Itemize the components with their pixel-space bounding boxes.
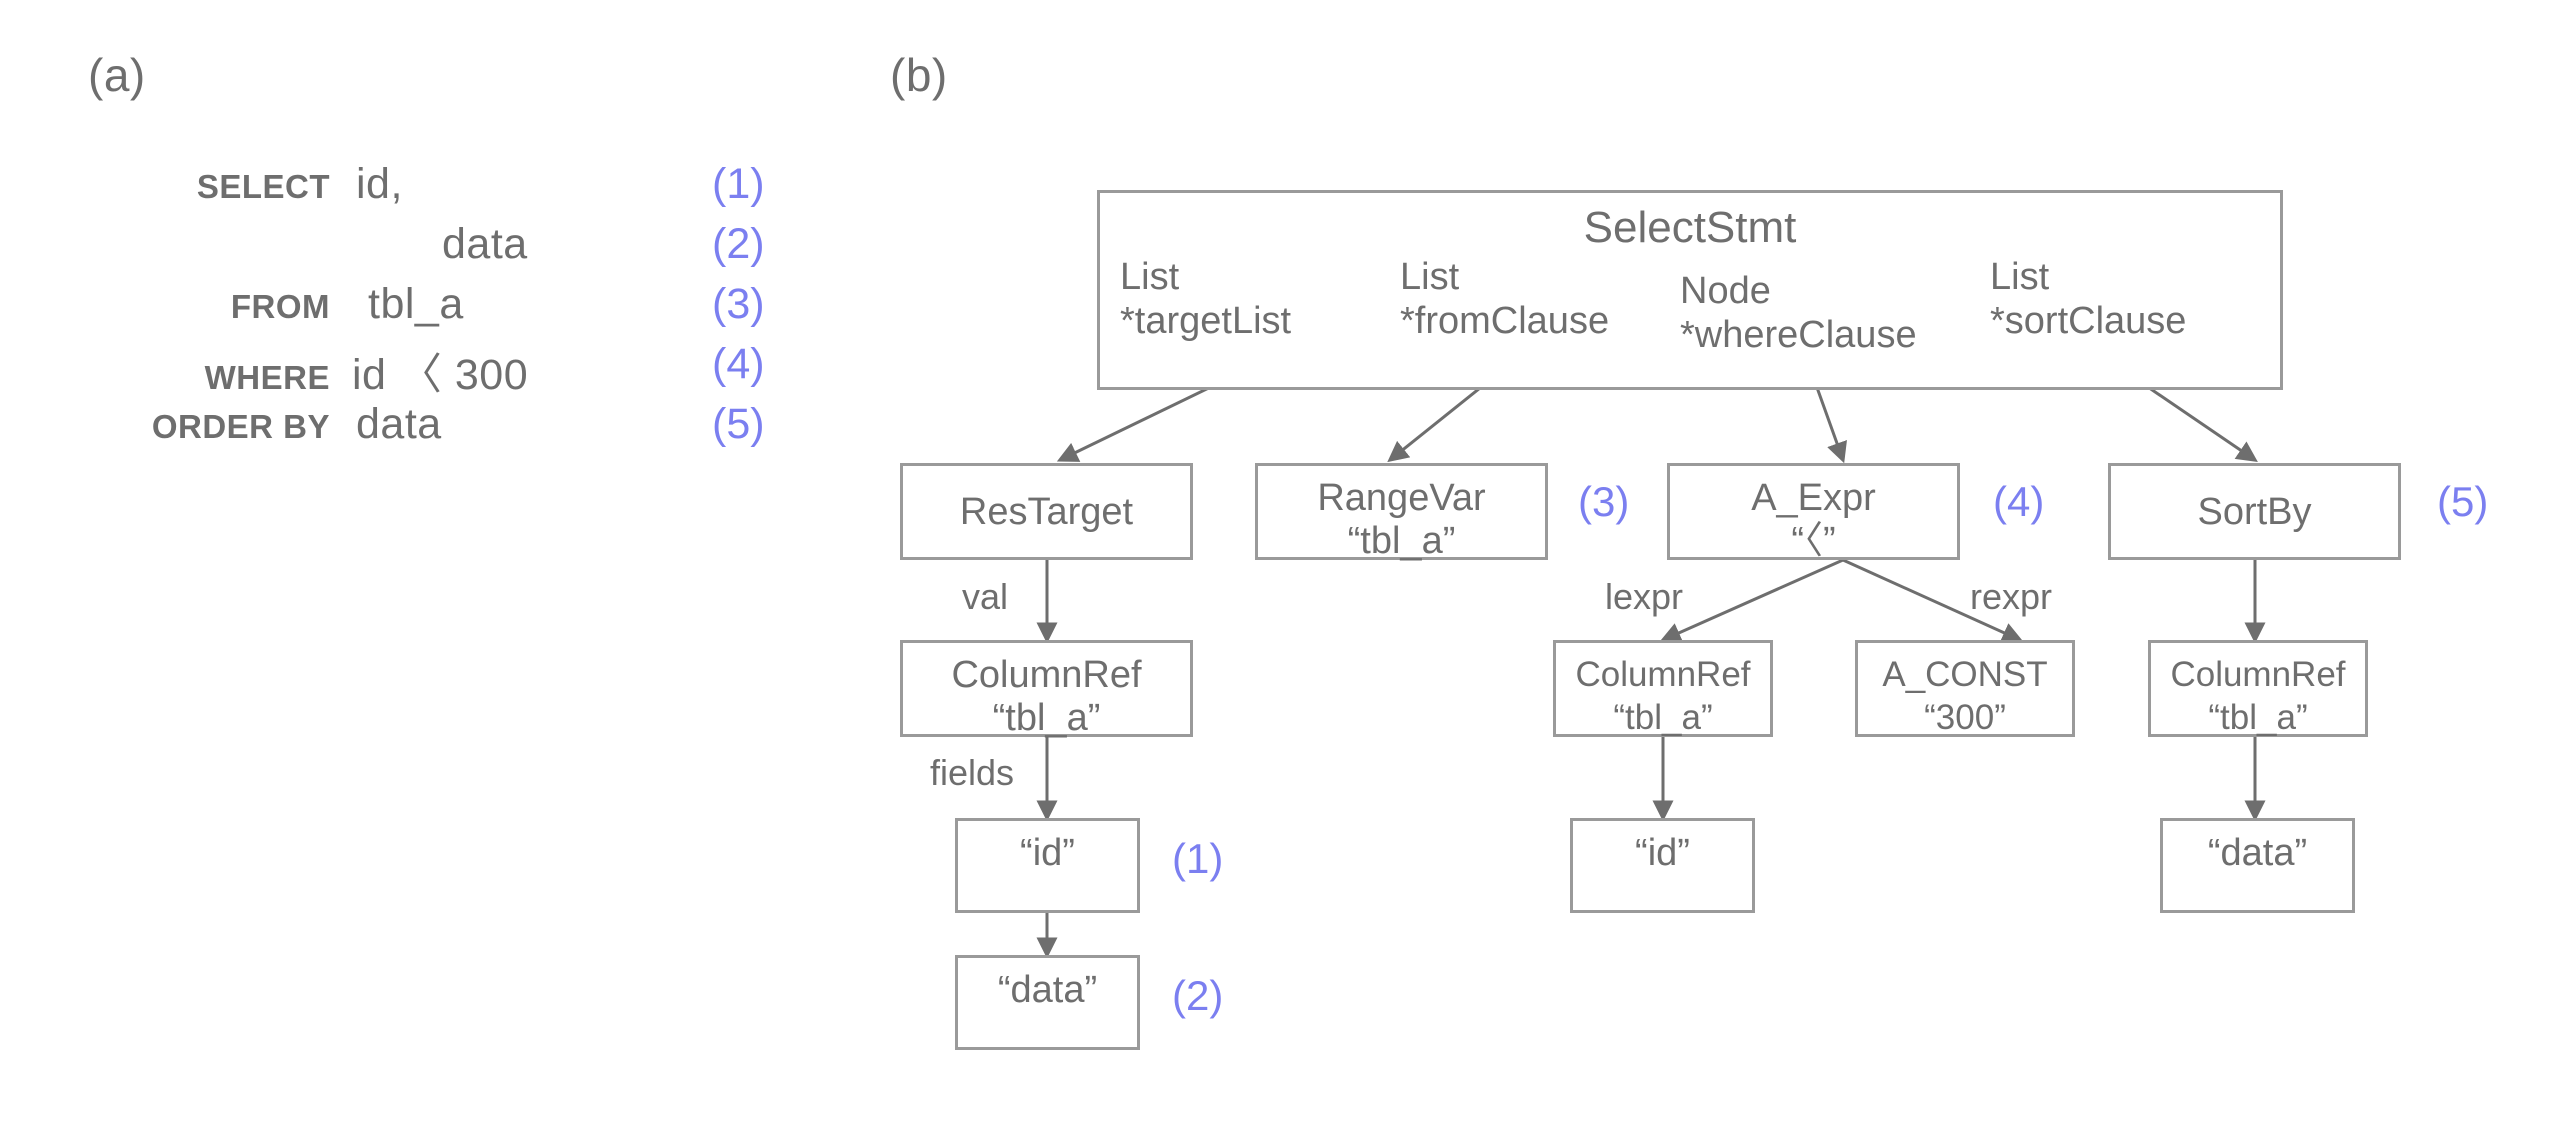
edge-label-fields: fields (930, 752, 1015, 793)
node-a-const[interactable]: A_CONST “300” (1855, 640, 2075, 737)
sql-listing: SELECT id, (1) data (2) FROM tbl_a (3) W… (0, 160, 820, 460)
node-columnref-sortby[interactable]: ColumnRef “tbl_a” (2148, 640, 2368, 737)
sql-line: FROM tbl_a (3) (0, 280, 820, 340)
node-columnref-sortby-sub: “tbl_a” (2208, 698, 2308, 737)
edge-whereclause (1808, 367, 1847, 464)
field-whereclause-name: *whereClause (1680, 314, 1917, 356)
field-whereclause-type: Node (1680, 270, 1771, 312)
sql-keyword: SELECT (196, 168, 330, 205)
edge-fromclause (1387, 366, 1506, 463)
sql-step-number: (1) (712, 160, 765, 208)
edge-label-rexpr: rexpr (1970, 576, 2053, 617)
sql-line: ORDER BY data (5) (0, 400, 820, 460)
node-columnref-lexpr-title: ColumnRef (1575, 655, 1751, 694)
field-targetlist-name: *targetList (1120, 300, 1292, 342)
node-sortby-title: SortBy (2197, 491, 2312, 533)
field-sortclause-type: List (1990, 256, 2050, 298)
sql-keyword: WHERE (204, 359, 330, 396)
sql-value: id, (356, 160, 403, 208)
sql-keyword: ORDER BY (151, 408, 330, 445)
panel-a-caption: (a) (88, 49, 146, 101)
edge-targetlist (1056, 366, 1251, 462)
edge-lexpr (1659, 558, 1844, 643)
node-columnref-targetlist-sub: “tbl_a” (992, 697, 1101, 739)
leaf-data-targetlist[interactable]: “data” (955, 955, 1140, 1050)
node-sortby[interactable]: SortBy (2108, 463, 2401, 560)
node-columnref-sortby-title: ColumnRef (2170, 655, 2346, 694)
leaf-data-sortclause-title: “data” (2207, 832, 2308, 874)
sql-line: SELECT id, (1) (0, 160, 820, 220)
sql-step-number: (2) (712, 220, 765, 268)
node-a-expr-sub: “〈” (1791, 520, 1836, 562)
edge-sortclause (2119, 366, 2258, 462)
field-whereclause: Node *whereClause (1680, 269, 1917, 357)
field-fromclause-name: *fromClause (1400, 300, 1610, 342)
sql-value: data (442, 220, 528, 268)
node-rangevar[interactable]: RangeVar “tbl_a” (1255, 463, 1548, 562)
field-fromclause-type: List (1400, 256, 1460, 298)
field-sortclause: List *sortClause (1990, 255, 2186, 343)
sql-value: id 〈 300 (352, 351, 529, 399)
sql-keyword: FROM (230, 288, 330, 325)
sql-step-number: (5) (712, 400, 765, 448)
tree-number-rangevar: (3) (1578, 478, 1630, 525)
sql-value: tbl_a (368, 280, 464, 328)
field-targetlist-type: List (1120, 256, 1180, 298)
tree-number-leaf-id: (1) (1172, 835, 1224, 882)
node-a-const-sub: “300” (1924, 698, 2006, 737)
leaf-id-whereclause-title: “id” (1635, 832, 1690, 874)
node-restarget[interactable]: ResTarget (900, 463, 1193, 560)
node-columnref-lexpr[interactable]: ColumnRef “tbl_a” (1553, 640, 1773, 737)
sql-line: WHERE id 〈 300 (4) (0, 340, 820, 400)
node-selectstmt[interactable]: SelectStmt List *targetList List *fromCl… (1097, 190, 2283, 390)
edge-label-lexpr: lexpr (1605, 576, 1684, 617)
node-columnref-targetlist-title: ColumnRef (951, 654, 1142, 696)
node-rangevar-title: RangeVar (1317, 477, 1486, 519)
leaf-data-sortclause[interactable]: “data” (2160, 818, 2355, 913)
sql-value: data (356, 400, 442, 448)
leaf-data-targetlist-title: “data” (997, 969, 1098, 1011)
sql-step-number: (4) (712, 340, 765, 388)
field-fromclause: List *fromClause (1400, 255, 1609, 343)
node-a-const-title: A_CONST (1882, 655, 2048, 694)
panel-b-caption: (b) (890, 49, 948, 101)
field-targetlist: List *targetList (1120, 255, 1291, 343)
tree-number-sortby: (5) (2437, 478, 2489, 525)
selectstmt-fields: List *targetList List *fromClause Node *… (1100, 255, 2280, 375)
node-rangevar-sub: “tbl_a” (1347, 520, 1456, 562)
node-a-expr[interactable]: A_Expr “〈” (1667, 463, 1960, 562)
sql-line: data (2) (0, 220, 820, 280)
sql-step-number: (3) (712, 280, 765, 328)
field-sortclause-name: *sortClause (1990, 300, 2187, 342)
edge-rexpr (1842, 558, 2024, 643)
node-a-expr-title: A_Expr (1751, 477, 1876, 519)
leaf-id-targetlist[interactable]: “id” (955, 818, 1140, 913)
tree-number-leaf-data: (2) (1172, 972, 1224, 1019)
leaf-id-whereclause[interactable]: “id” (1570, 818, 1755, 913)
tree-number-a-expr: (4) (1993, 478, 2045, 525)
node-columnref-lexpr-sub: “tbl_a” (1613, 698, 1713, 737)
node-restarget-title: ResTarget (959, 491, 1134, 533)
edge-label-val: val (962, 576, 1009, 617)
node-columnref-targetlist[interactable]: ColumnRef “tbl_a” (900, 640, 1193, 739)
node-selectstmt-title: SelectStmt (1583, 203, 1797, 252)
leaf-id-targetlist-title: “id” (1020, 832, 1075, 874)
